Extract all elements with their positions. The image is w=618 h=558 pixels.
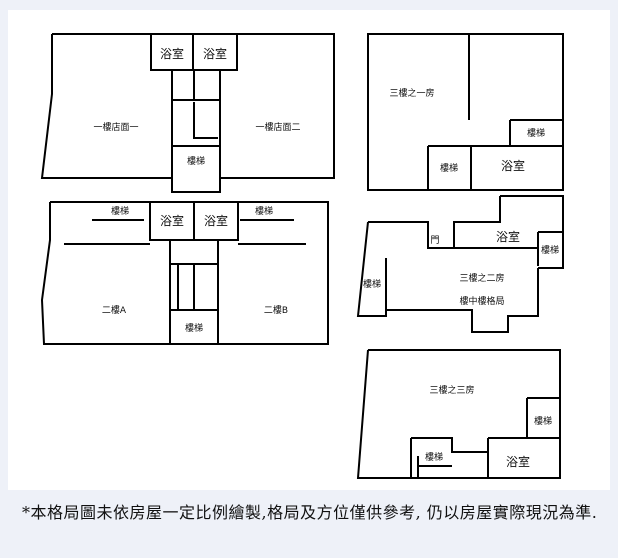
floor3-room3-stairs-right-label: 樓梯 [534,415,552,427]
floor2-plan [40,201,329,345]
floor1-room-right-label: 一樓店面二 [255,121,300,133]
floor3-room3-plan [356,349,561,479]
floor3-room2-door-label: 門 [430,235,439,246]
floor2-stairs-box [169,309,219,345]
floor2-room-left-label: 二樓A [102,304,127,316]
floor1-plan [40,33,335,193]
floor2-bath-right [193,201,239,241]
floor3-room1-stairs-right-label: 樓梯 [527,127,545,139]
floor-plan-canvas: 一樓店面一 一樓店面二 浴室 浴室 樓梯 樓梯 樓梯 浴室 浴室 二樓A 二樓B… [8,10,610,490]
disclaimer-note: *本格局圖未依房屋一定比例繪製,格局及方位僅供參考, 仍以房屋實際現況為準. [22,503,598,522]
floor3-room1-stairs-label: 樓梯 [440,162,458,174]
floor-plan-drawing: 一樓店面一 一樓店面二 浴室 浴室 樓梯 樓梯 樓梯 浴室 浴室 二樓A 二樓B… [40,33,564,479]
floor1-bath-left-label: 浴室 [160,46,184,61]
floor3-room1-bath-label: 浴室 [501,158,525,173]
floor3-room3-label: 三樓之三房 [429,384,474,396]
floor3-room2-stairs-left-label: 樓梯 [363,278,381,290]
floor3-room2-label: 三樓之二房 [459,272,504,284]
floor3-room2-mezzanine-label: 樓中樓格局 [459,295,504,307]
floor2-stairs-top-right-label: 樓梯 [255,205,273,217]
floor1-bath-right [192,33,238,71]
floor2-bath-left-label: 浴室 [160,213,184,228]
floor1-bath-right-label: 浴室 [203,46,227,61]
floor2-stairs-label: 樓梯 [185,322,203,334]
floor3-room1-label: 三樓之一房 [389,87,434,99]
floor3-room2-bath-label: 浴室 [496,229,520,244]
floor1-stairs-label: 樓梯 [187,155,205,167]
floor2-stairs-top-left-label: 樓梯 [111,205,129,217]
floor3-room2-stairs-right-label: 樓梯 [541,244,559,256]
floor3-room3-bath-label: 浴室 [506,454,530,469]
floor2-room-right-label: 二樓B [264,304,288,316]
floor3-room3-stairs-label: 樓梯 [425,451,443,463]
floor3-room2-plan [356,195,564,333]
floor1-room-left-label: 一樓店面一 [93,121,138,133]
floor2-bath-right-label: 浴室 [204,213,228,228]
floor3-room1-plan [367,33,564,191]
